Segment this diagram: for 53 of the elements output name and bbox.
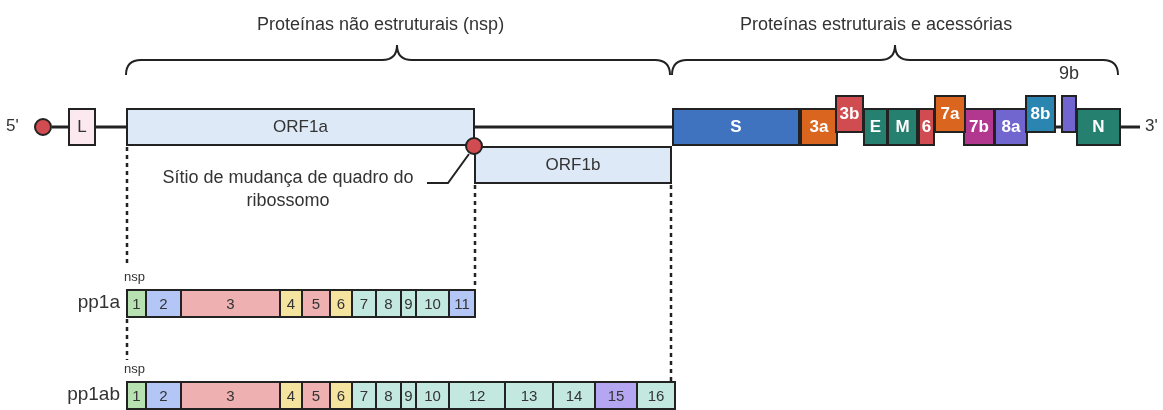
protein-segment: 12: [448, 381, 506, 410]
circle-marker: [465, 137, 483, 155]
row-caption: nsp: [124, 269, 145, 284]
orf-box: ORF1b: [474, 146, 672, 184]
protein-segment: 8: [375, 381, 402, 410]
protein-segment: 10: [415, 381, 450, 410]
protein-segment: 5: [301, 289, 331, 318]
orf-box: ORF1a: [126, 108, 475, 146]
gene-box: N: [1076, 108, 1121, 146]
protein-segment: 6: [329, 381, 353, 410]
gene-box: S: [672, 108, 800, 146]
protein-segment: 10: [415, 289, 450, 318]
gene-box: 3a: [800, 108, 838, 146]
gene-box: 7a: [934, 95, 966, 133]
protein-segment: 13: [504, 381, 554, 410]
protein-segment: 6: [329, 289, 353, 318]
protein-segment: 8: [375, 289, 402, 318]
gene-label: 9b: [1058, 63, 1080, 84]
protein-segment: 14: [552, 381, 596, 410]
dotted-line: [125, 147, 129, 266]
protein-segment: 7: [351, 289, 377, 318]
gene-box: 8b: [1025, 95, 1056, 133]
gene-box: M: [887, 108, 918, 146]
protein-segment: 3: [180, 289, 281, 318]
row-caption: nsp: [124, 361, 145, 376]
dotted-line: [125, 319, 129, 360]
protein-segment: 3: [180, 381, 281, 410]
end-label: 5': [6, 116, 19, 136]
protein-segment: 2: [145, 381, 182, 410]
gene-box: 6: [918, 108, 935, 146]
protein-segment: 1: [126, 381, 147, 410]
protein-segment: 2: [145, 289, 182, 318]
gene-box: 7b: [963, 108, 995, 146]
protein-segment: 15: [594, 381, 638, 410]
protein-segment: 4: [279, 381, 303, 410]
protein-segment: 5: [301, 381, 331, 410]
section-title: Proteínas estruturais e acessórias: [740, 14, 1013, 35]
protein-segment: 11: [448, 289, 476, 318]
end-label: 3': [1145, 116, 1158, 136]
row-label: pp1a: [77, 291, 120, 313]
section-title: Proteínas não estruturais (nsp): [257, 14, 505, 35]
protein-segment: 16: [636, 381, 676, 410]
protein-segment: 4: [279, 289, 303, 318]
leader-line: [426, 153, 470, 184]
dotted-line: [669, 185, 673, 381]
row-label: pp1ab: [67, 383, 120, 405]
protein-segment: 7: [351, 381, 377, 410]
gene-box: 3b: [835, 95, 864, 133]
circle-marker: [34, 118, 52, 136]
protein-segment: 1: [126, 289, 147, 318]
gene-box: 8a: [994, 108, 1028, 146]
leader-box: L: [68, 108, 96, 146]
callout-text: Sítio de mudança de quadro do ribossomo: [150, 166, 426, 216]
